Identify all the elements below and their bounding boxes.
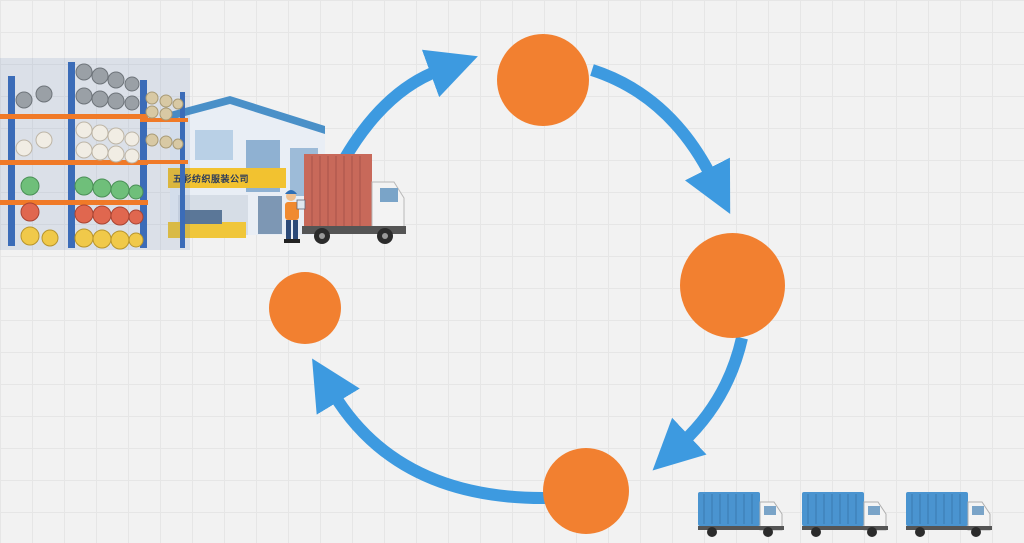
worker-icon <box>284 190 306 243</box>
warehouse-icon: 五彩纺织服装公司 <box>168 96 325 238</box>
container-truck-icon <box>302 154 406 244</box>
arrow-right-to-bottom <box>652 336 748 471</box>
cycle-node-right <box>680 233 785 338</box>
delivery-truck-icon <box>698 492 784 537</box>
shop-sign-text: 五彩纺织服装公司 <box>173 173 249 185</box>
arrow-left-to-top <box>339 49 478 162</box>
arrow-top-to-right <box>590 64 731 214</box>
arrow-bottom-to-left <box>312 358 549 505</box>
shelving-icon <box>0 58 190 250</box>
delivery-truck-icon <box>802 492 888 537</box>
cycle-node-top <box>497 34 589 126</box>
cycle-node-bottom <box>543 448 629 534</box>
cycle-node-left <box>269 272 341 344</box>
warehouse-illustration: 五彩纺织服装公司 <box>0 58 406 250</box>
delivery-truck-icon <box>906 492 992 537</box>
shop-sign <box>168 168 286 188</box>
delivery-trucks <box>698 492 992 537</box>
